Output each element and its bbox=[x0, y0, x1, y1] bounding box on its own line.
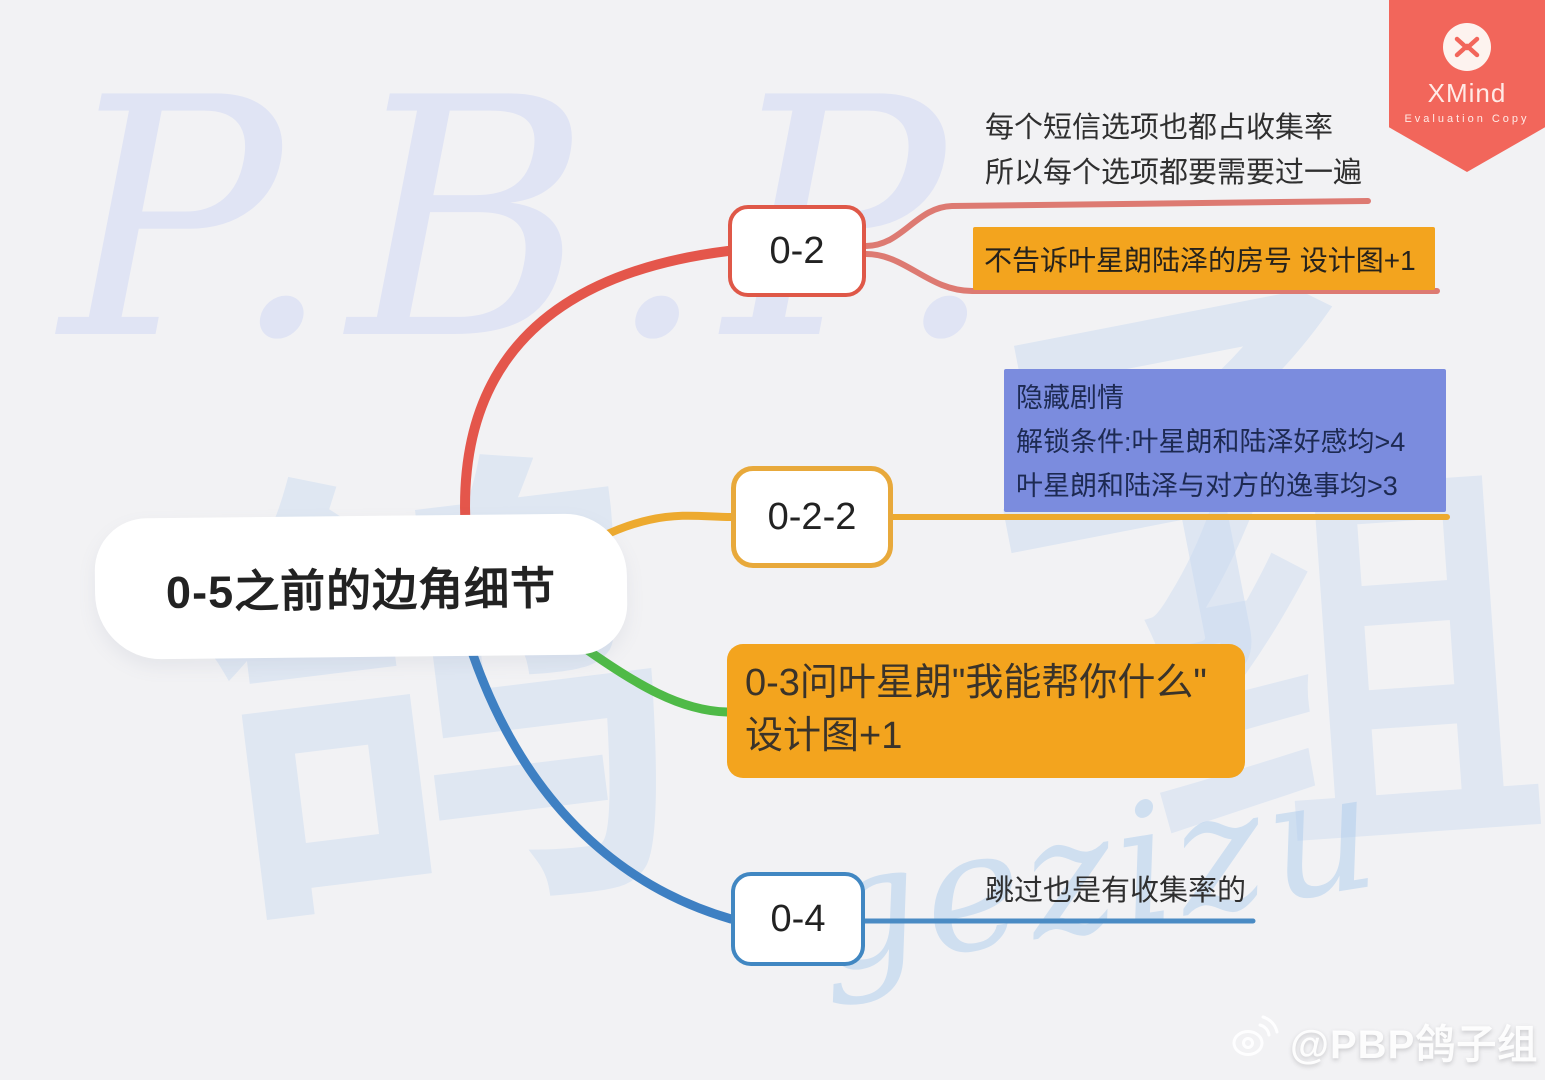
highlight-room-number[interactable]: 不告诉叶星朗陆泽的房号 设计图+1 bbox=[973, 227, 1435, 290]
weibo-credit-text: @PBP鸽子组 bbox=[1290, 1023, 1539, 1067]
xmind-logo-icon bbox=[1443, 23, 1491, 71]
central-topic-label: 0-5之前的边角细节 bbox=[165, 562, 557, 619]
node-0-4[interactable]: 0-4 bbox=[731, 872, 865, 966]
weibo-credit: @PBP鸽子组 bbox=[1228, 1012, 1538, 1070]
note-skip-text: 跳过也是有收集率的 bbox=[985, 875, 1247, 907]
hidden-plot-line1: 隐藏剧情 bbox=[1016, 383, 1124, 413]
branch-blue-0-4 bbox=[463, 635, 736, 924]
highlight-hidden-plot[interactable]: 隐藏剧情 解锁条件:叶星朗和陆泽好感均>4 叶星朗和陆泽与对方的逸事均>3 bbox=[1004, 369, 1446, 512]
hidden-plot-line3: 叶星朗和陆泽与对方的逸事均>3 bbox=[1016, 471, 1398, 501]
subbranch-0-2-note-underline bbox=[863, 198, 1371, 249]
hidden-plot-line2: 解锁条件:叶星朗和陆泽好感均>4 bbox=[1016, 427, 1406, 457]
weibo-icon bbox=[1228, 1012, 1282, 1070]
xmind-app-name: XMind bbox=[1427, 78, 1507, 108]
node-0-4-label: 0-4 bbox=[770, 897, 826, 940]
note-skip-collection[interactable]: 跳过也是有收集率的 bbox=[985, 869, 1246, 914]
node-0-2-2-label: 0-2-2 bbox=[767, 495, 857, 538]
branch-red-0-2 bbox=[460, 246, 733, 575]
node-0-3-highlight[interactable]: 0-3问叶星朗"我能帮你什么" 设计图+1 bbox=[727, 644, 1245, 778]
node-0-2[interactable]: 0-2 bbox=[728, 205, 866, 297]
xmind-evaluation-label: Evaluation Copy bbox=[1404, 113, 1530, 125]
node-0-3-line2: 设计图+1 bbox=[745, 715, 903, 757]
note-sms-collection[interactable]: 每个短信选项也都占收集率 所以每个选项都要需要过一遍 bbox=[985, 106, 1362, 196]
node-0-3-line1: 0-3问叶星朗"我能帮你什么" bbox=[745, 662, 1207, 704]
highlight-room-number-text: 不告诉叶星朗陆泽的房号 设计图+1 bbox=[984, 244, 1416, 276]
subbranch-0-2-highlight-underline bbox=[863, 251, 1440, 294]
node-0-2-label: 0-2 bbox=[769, 229, 825, 272]
note-sms-line2: 所以每个选项都要需要过一遍 bbox=[985, 157, 1363, 189]
note-sms-line1: 每个短信选项也都占收集率 bbox=[985, 112, 1334, 144]
node-0-2-2[interactable]: 0-2-2 bbox=[731, 466, 893, 568]
central-topic[interactable]: 0-5之前的边角细节 bbox=[94, 513, 628, 660]
